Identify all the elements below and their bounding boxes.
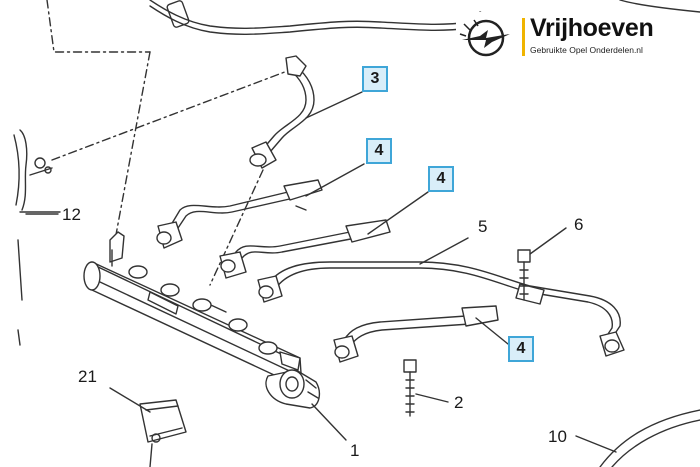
- leader-10: [575, 435, 617, 453]
- injector-pipe-3: [261, 69, 307, 151]
- callout-5: 5: [478, 217, 488, 236]
- bolt-2: [403, 359, 417, 373]
- callout-21: 21: [78, 367, 97, 386]
- upper-pipe-inner: [149, 5, 471, 36]
- opel-blitz-emblem-icon: [459, 19, 510, 57]
- callout-6: 6: [574, 215, 584, 234]
- injector-pipe-5: [269, 261, 621, 339]
- callout-box-4-middle: 4: [428, 166, 454, 192]
- leader-21: [109, 387, 151, 413]
- callout-box-4-lower: 4: [508, 336, 534, 362]
- leader-1: [311, 403, 347, 441]
- leader-4a: [305, 163, 365, 197]
- injector-pipe-4a: [167, 191, 289, 231]
- leader-2: [415, 393, 449, 403]
- callout-1: 1: [350, 441, 360, 460]
- injector-pipe-4b: [227, 231, 351, 263]
- logo-accent-bar: [522, 18, 525, 56]
- leader-6: [529, 227, 567, 255]
- leader-5: [419, 237, 469, 265]
- bolt-6: [517, 249, 531, 263]
- leader-4b: [367, 191, 429, 235]
- callout-box-4-upper: 4: [366, 138, 392, 164]
- vrijhoeven-logo: Vrijhoeven Gebruikte Opel Onderdelen.nl: [456, 12, 692, 64]
- upper-pipe: [149, 0, 471, 30]
- leader-4c: [475, 317, 509, 345]
- part-21: [139, 399, 187, 443]
- callout-box-3: 3: [362, 66, 388, 92]
- leader-3: [305, 91, 363, 119]
- callout-12: 12: [62, 205, 81, 224]
- callout-10: 10: [548, 427, 567, 446]
- callout-2: 2: [454, 393, 464, 412]
- logo-tagline: Gebruikte Opel Onderdelen.nl: [530, 45, 643, 55]
- logo-brand-name: Vrijhoeven: [530, 14, 654, 42]
